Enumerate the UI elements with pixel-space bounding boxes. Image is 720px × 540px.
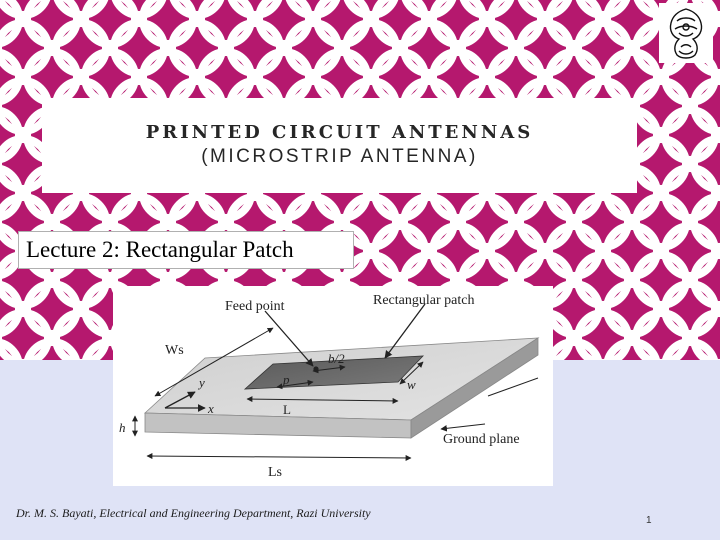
university-emblem-icon <box>659 3 713 63</box>
lecture-subtitle: Lecture 2: Rectangular Patch <box>26 237 294 262</box>
label-ground-plane: Ground plane <box>443 432 520 447</box>
slide-title-subline: (MICROSTRIP ANTENNA) <box>201 146 478 167</box>
patch-antenna-figure: Feed point Rectangular patch Ws b/2 y p … <box>113 286 553 486</box>
footer-credit: Dr. M. S. Bayati, Electrical and Enginee… <box>16 506 371 520</box>
label-h: h <box>119 420 126 435</box>
label-p: p <box>282 372 290 387</box>
label-feed-point: Feed point <box>225 299 285 314</box>
label-y: y <box>197 375 205 390</box>
page-number: 1 <box>646 515 652 526</box>
label-w: w <box>407 377 416 392</box>
label-rectangular-patch: Rectangular patch <box>373 293 474 308</box>
label-b2: b/2 <box>328 351 345 366</box>
slide-title: PRINTED CIRCUIT ANTENNAS <box>145 122 534 143</box>
label-ws: Ws <box>165 343 184 358</box>
title-box: PRINTED CIRCUIT ANTENNAS (MICROSTRIP ANT… <box>42 98 637 193</box>
subtitle-box: Lecture 2: Rectangular Patch <box>18 231 354 269</box>
label-l: L <box>283 402 291 417</box>
label-ls: Ls <box>268 465 282 480</box>
substrate-side <box>410 337 539 439</box>
label-x: x <box>207 401 214 416</box>
